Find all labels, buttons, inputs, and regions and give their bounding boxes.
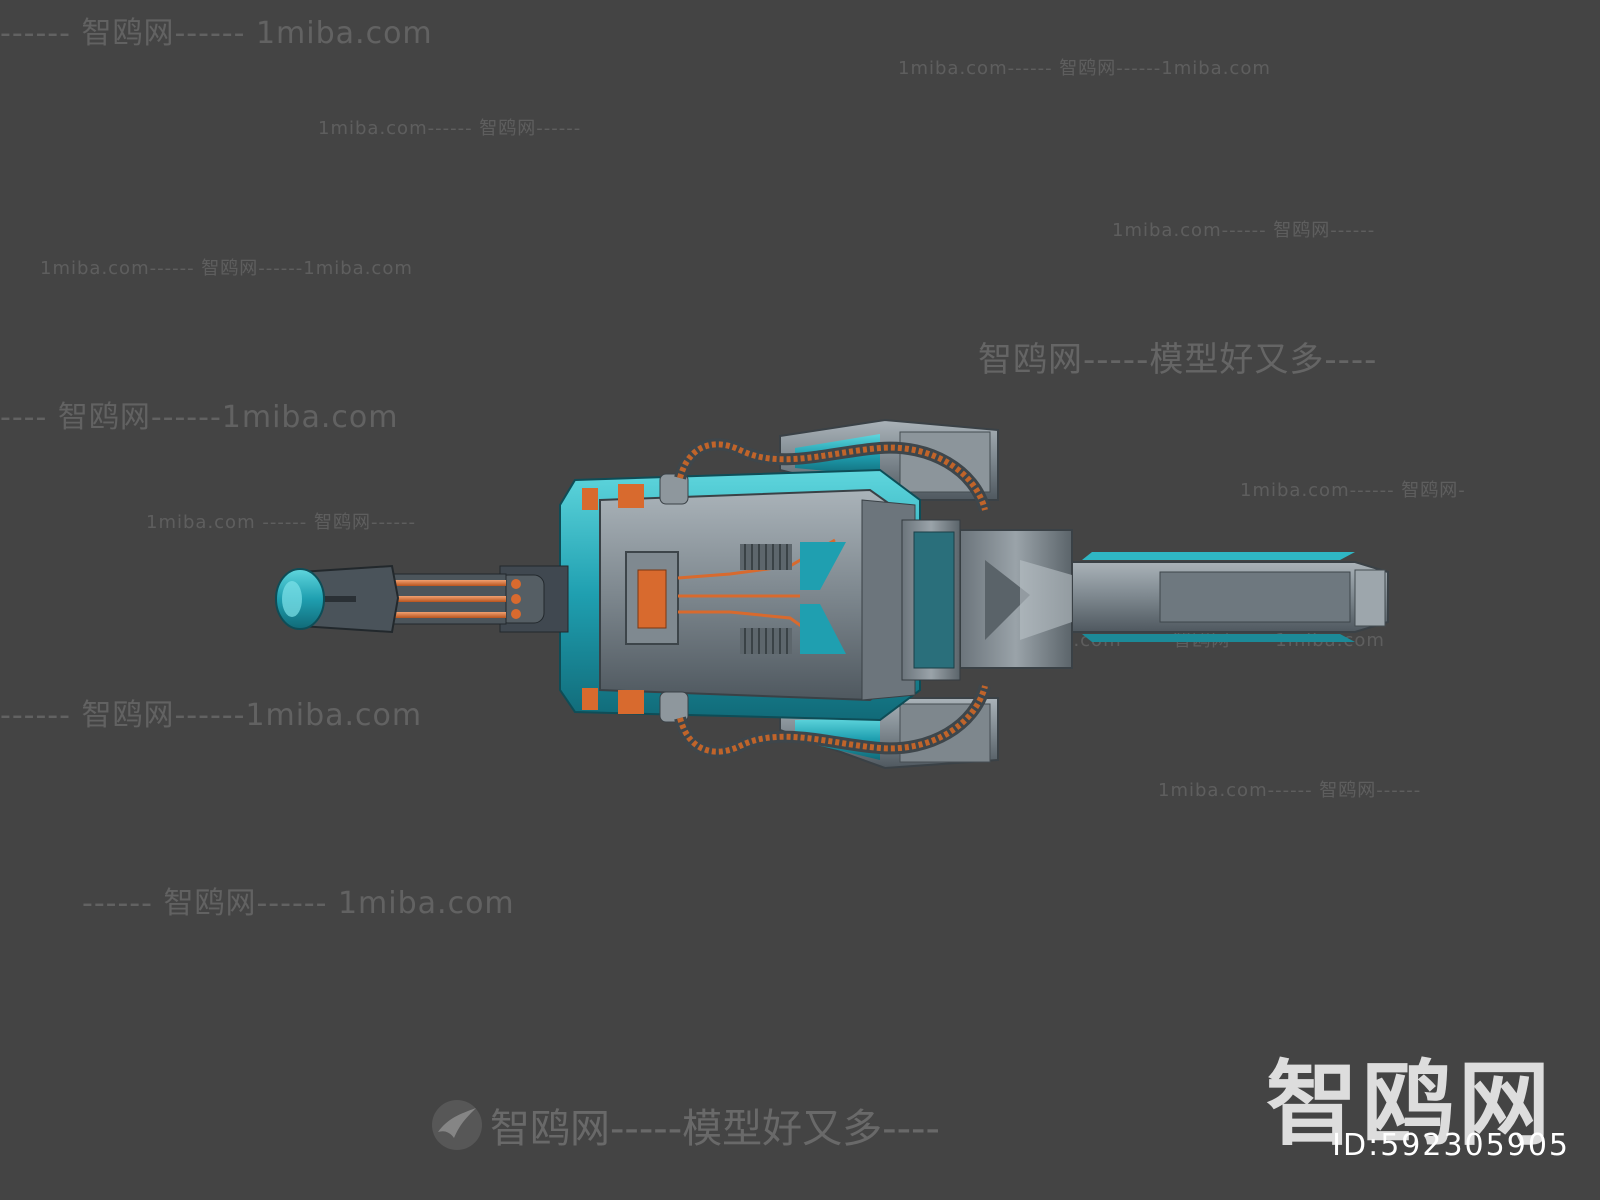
watermark-line: ------ 智鸥网------ 1miba.com: [82, 886, 515, 921]
cable-bottom: [674, 684, 991, 758]
bottom-slogan-watermark: 智鸥网-----模型好又多----: [490, 1106, 940, 1152]
watermark-line: 1miba.com------ 智鸥网------1miba.com: [898, 58, 1271, 79]
vent-grille-bottom: [740, 628, 792, 654]
gun-barrel: [275, 564, 569, 634]
gun-main-body: [559, 468, 961, 723]
brand-logo-text: 智鸥网: [1265, 1051, 1554, 1158]
gun-stock: [1069, 552, 1389, 642]
watermark-line: ------ 智鸥网------1miba.com: [0, 698, 423, 733]
image-id-label: ID:592305905: [1332, 1128, 1570, 1163]
watermark-line: ---- 智鸥网------1miba.com: [0, 400, 399, 435]
watermark-line: 1miba.com ------ 智鸥网------: [146, 512, 416, 533]
watermark-line: 1miba.com------ 智鸥网------: [1158, 780, 1422, 801]
watermark-slogan: 智鸥网-----模型好又多----: [978, 340, 1378, 380]
vent-grille-top: [740, 544, 792, 570]
watermark-line: 1miba.com------ 智鸥网------: [1112, 220, 1376, 241]
watermark-line: 1miba.com------ 智鸥网------: [318, 118, 582, 139]
watermark-line: ------ 智鸥网------ 1miba.com: [0, 16, 433, 51]
cable-top: [674, 438, 991, 512]
watermark-line: 1miba.com------ 智鸥网------1miba.com: [40, 258, 413, 279]
watermark-line: 1miba.com------ 智鸥网-: [1240, 480, 1466, 501]
bird-logo-icon: [430, 1098, 484, 1152]
rear-bracket: [959, 529, 1073, 669]
